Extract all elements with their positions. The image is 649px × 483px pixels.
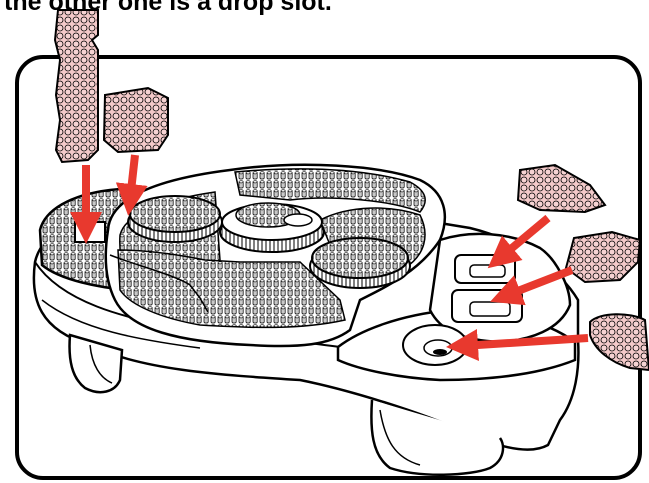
- piece-square: [104, 88, 168, 152]
- arrow-icon: [130, 155, 135, 200]
- piece-tall: [55, 10, 98, 162]
